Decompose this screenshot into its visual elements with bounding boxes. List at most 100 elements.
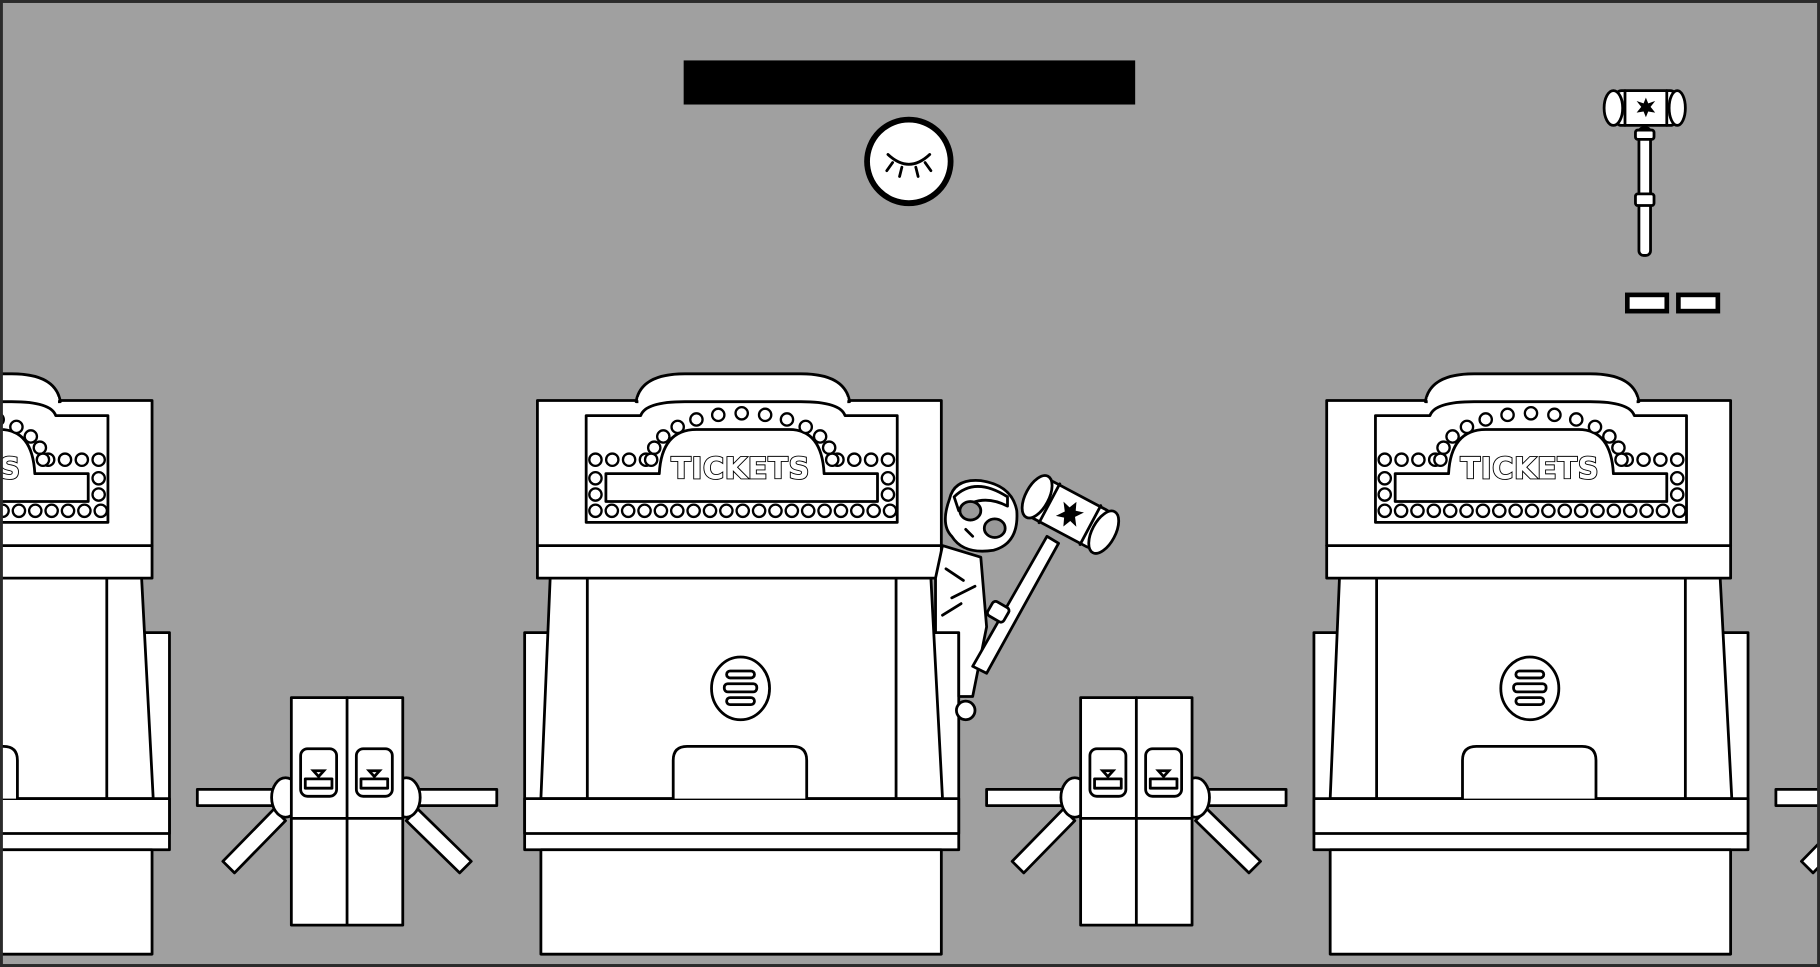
- player-body: [934, 544, 988, 698]
- marquee-light: [655, 429, 671, 444]
- booth-sign-text: TICKETS: [671, 451, 810, 485]
- marquee-light: [1478, 412, 1494, 427]
- marquee-light: [32, 440, 48, 456]
- marquee-light: [824, 452, 840, 468]
- ticket-booth-left: TICKETS: [0, 372, 171, 956]
- marquee-light: [751, 503, 767, 519]
- marquee-light: [620, 503, 636, 519]
- marquee-light: [91, 452, 106, 468]
- marquee-light: [1442, 503, 1458, 519]
- marquee-light: [1410, 503, 1425, 519]
- ticket-booth-center: TICKETS: [523, 372, 961, 956]
- marquee-light: [734, 405, 750, 421]
- marquee-light: [588, 487, 603, 502]
- closed-eye-icon: [864, 116, 954, 207]
- marquee-light: [1433, 452, 1448, 468]
- marquee-light: [702, 503, 718, 519]
- marquee-light: [646, 440, 662, 456]
- marquee-light: [1377, 503, 1393, 519]
- marquee-light: [1653, 452, 1668, 468]
- marquee-light: [866, 503, 881, 519]
- marquee-light: [849, 503, 865, 519]
- marquee-light: [1445, 429, 1460, 444]
- marquee-light: [1377, 487, 1393, 502]
- marquee-light: [846, 452, 862, 468]
- marquee-light: [833, 503, 849, 519]
- booth-sign-text: TICKETS: [1460, 451, 1599, 485]
- marquee-light: [588, 452, 603, 468]
- marquee-light: [686, 503, 701, 519]
- marquee-light: [798, 419, 814, 435]
- marquee-light: [1524, 503, 1540, 519]
- marquee-light: [604, 503, 620, 519]
- marquee-light: [1669, 487, 1685, 502]
- marquee-light: [1500, 407, 1515, 423]
- marquee-light: [1606, 503, 1622, 519]
- hammer-icon: [1602, 89, 1687, 257]
- marquee-light: [784, 503, 800, 519]
- marquee-light: [1655, 503, 1671, 519]
- marquee-light: [604, 452, 620, 468]
- marquee-light: [1459, 503, 1474, 519]
- marquee-light: [643, 452, 659, 468]
- marquee-light: [1622, 503, 1638, 519]
- marquee-light: [1394, 452, 1409, 468]
- marquee-light: [1541, 503, 1556, 519]
- marquee-light: [1377, 470, 1393, 486]
- marquee-light: [11, 503, 27, 519]
- marquee-light: [1568, 412, 1584, 427]
- marquee-light: [1459, 419, 1475, 435]
- marquee-light: [768, 503, 783, 519]
- marquee-light: [812, 429, 828, 444]
- marquee-light: [91, 487, 106, 502]
- marquee-light: [621, 452, 637, 468]
- marquee-light: [1672, 503, 1687, 519]
- marquee-light: [735, 503, 751, 519]
- marquee-light: [1491, 503, 1507, 519]
- marquee-light: [779, 412, 795, 427]
- marquee-light: [757, 407, 773, 423]
- marquee-light: [588, 470, 603, 486]
- marquee-light: [1393, 503, 1409, 519]
- marquee-light: [670, 419, 685, 435]
- marquee-light: [1547, 407, 1562, 423]
- marquee-light: [57, 452, 73, 468]
- marquee-light: [1557, 503, 1573, 519]
- marquee-light: [719, 503, 734, 519]
- marquee-light: [1614, 452, 1629, 468]
- marquee-light: [1573, 503, 1589, 519]
- player-character[interactable]: [934, 471, 1125, 722]
- marquee-light: [1523, 405, 1539, 421]
- marquee-light: [91, 470, 106, 486]
- marquee-light: [93, 503, 109, 519]
- marquee-light: [44, 503, 59, 519]
- marquee-light: [1639, 503, 1654, 519]
- marquee-light: [1377, 452, 1393, 468]
- marquee-light: [863, 452, 879, 468]
- marquee-light: [817, 503, 832, 519]
- marquee-light: [35, 452, 51, 468]
- marquee-light: [821, 440, 837, 456]
- marquee-light: [710, 407, 726, 423]
- marquee-light: [60, 503, 76, 519]
- marquee-light: [882, 503, 898, 519]
- marquee-light: [669, 503, 685, 519]
- ticket-booth-right: TICKETS: [1312, 372, 1750, 956]
- marquee-light: [1602, 429, 1617, 444]
- health-pips: [1625, 292, 1721, 314]
- marquee-light: [637, 503, 652, 519]
- marquee-light: [1436, 440, 1451, 456]
- marquee-light: [689, 412, 704, 427]
- marquee-light: [27, 503, 43, 519]
- marquee-light: [9, 419, 24, 435]
- marquee-light: [800, 503, 816, 519]
- booth-sign-text: TICKETS: [0, 451, 21, 485]
- marquee-light: [1411, 452, 1426, 468]
- sunglasses-icon: [958, 500, 983, 522]
- marquee-light: [1636, 452, 1651, 468]
- marquee-light: [1475, 503, 1491, 519]
- marquee-light: [1669, 470, 1685, 486]
- marquee-light: [1587, 419, 1603, 435]
